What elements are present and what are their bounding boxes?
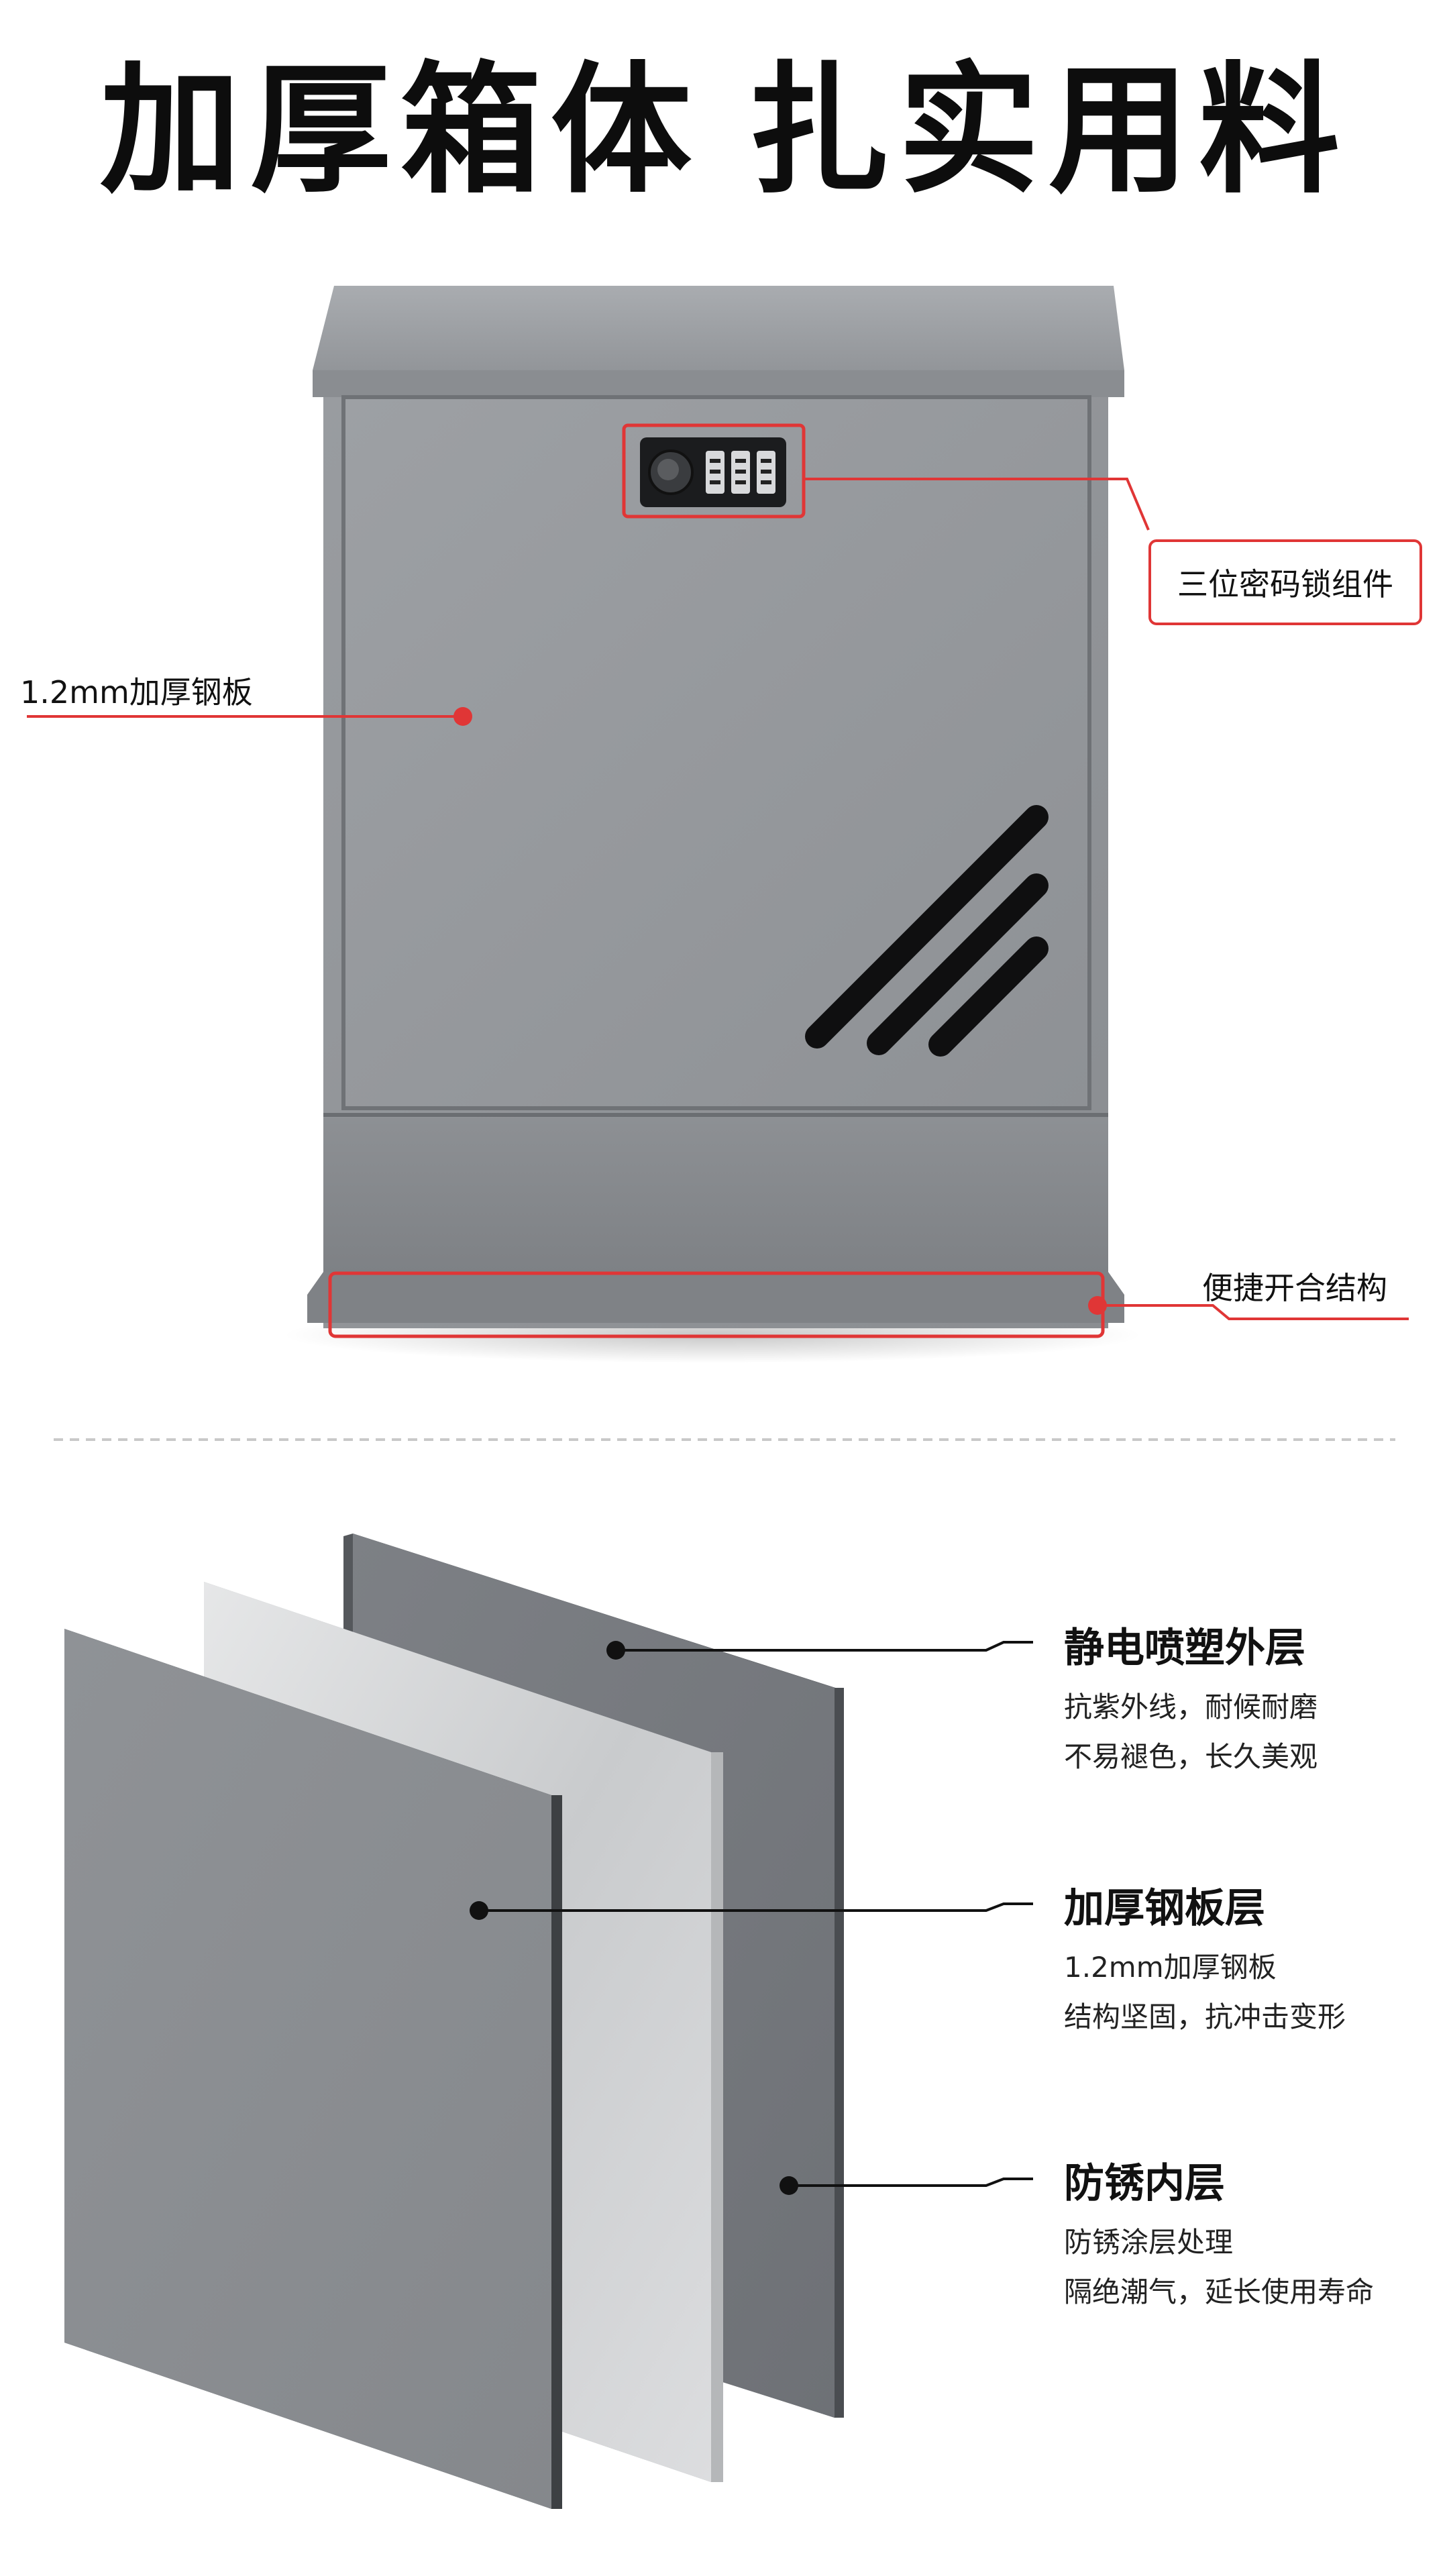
steel-callout-label: 1.2mm加厚钢板 [20,674,253,710]
steel-callout-line [27,707,472,726]
layer-3-desc-1: 防锈涂层处理 [1064,2226,1234,2259]
layer-2-desc-2: 结构坚固，抗冲击变形 [1064,2000,1346,2033]
layer-1-title: 静电喷塑外层 [1064,1625,1305,1672]
layer-3-title: 防锈内层 [1064,2160,1225,2207]
title-part-2: 扎实用料 [748,48,1350,213]
mailbox-bottom-panel [323,1118,1108,1272]
mailbox [283,286,1142,1363]
combination-lock-icon [640,437,786,507]
layer-1-desc-2: 不易褪色，长久美观 [1064,1740,1318,1773]
layer-pointer-3 [780,2176,1033,2195]
layer-2-title: 加厚钢板层 [1064,1885,1265,1932]
title-part-1: 加厚箱体 [99,48,701,213]
anti-rust-sheet [64,1629,562,2509]
hinge-callout-line [328,1271,1409,1338]
mail-slot-icon [805,805,1049,1057]
mailbox-lid [313,286,1124,397]
layer-pointer-1 [606,1641,1033,1660]
lock-callout-line [622,423,1150,531]
layer-2-desc-1: 1.2mm加厚钢板 [1064,1951,1277,1984]
lock-callout-label: 三位密码锁组件 [1148,539,1422,625]
layer-sheets [64,1534,844,2509]
page-title: 加厚箱体扎实用料 [0,60,1449,201]
layer-3-desc-2: 隔绝潮气，延长使用寿命 [1064,2275,1375,2308]
mailbox-base [307,1272,1124,1323]
mailbox-lid-edge [313,370,1124,397]
layer-1-desc-1: 抗紫外线，耐候耐磨 [1064,1690,1318,1723]
layer-pointer-2 [470,1901,1033,1920]
hinge-callout-label: 便捷开合结构 [1202,1270,1387,1306]
